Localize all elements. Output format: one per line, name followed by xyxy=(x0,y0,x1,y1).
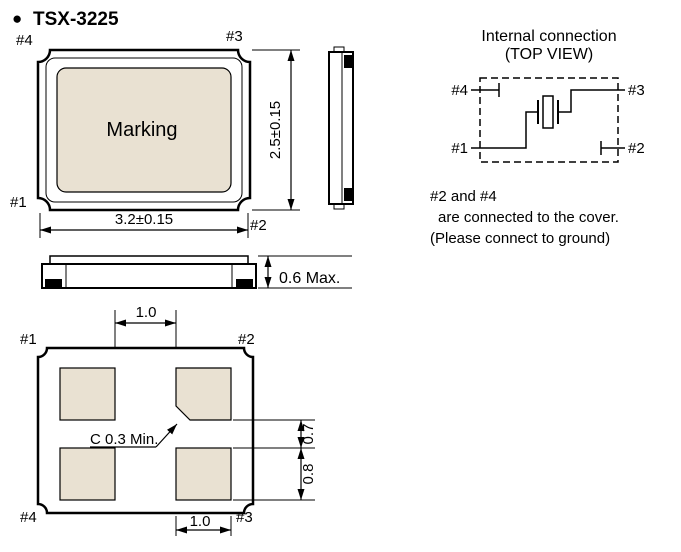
pin-label-3: #3 xyxy=(236,509,253,526)
pin1-trace xyxy=(471,111,538,149)
crystal-element xyxy=(542,95,554,129)
pin-label-2: #2 xyxy=(628,140,645,157)
terminal-pad xyxy=(45,279,62,288)
cover-note-line3: (Please connect to ground) xyxy=(430,230,610,247)
pad-width-dimension-bottom: 1.0 xyxy=(175,513,232,536)
pin-label-4: #4 xyxy=(20,509,37,526)
package-inner-wall xyxy=(45,57,243,203)
pad-width-dimension-label: 1.0 xyxy=(190,513,211,530)
bottom-view: #1 #2 #4 #3 1.0 1.0 0.7 0.8 xyxy=(20,304,317,536)
side-view-right xyxy=(328,46,354,210)
pin-label-1: #1 xyxy=(20,331,37,348)
title-bullet-icon: ● xyxy=(12,9,22,28)
height-dimension-label: 2.5±0.15 xyxy=(267,101,284,159)
side-view-front: 0.6 Max. xyxy=(41,255,352,289)
side-lid-tab-top xyxy=(333,46,345,53)
terminal-pad xyxy=(344,55,353,68)
top-view: Marking #4 #3 #1 #2 3.2±0.15 2.5±0.15 xyxy=(10,28,300,238)
package-boundary-dashed xyxy=(479,77,619,163)
marking-label: Marking xyxy=(106,119,177,141)
side-lid-tab-bottom xyxy=(333,203,345,210)
thickness-dimension: 0.6 Max. xyxy=(258,255,352,289)
pad-gap-dimension-label: 1.0 xyxy=(136,304,157,321)
pin-label-1: #1 xyxy=(10,194,27,211)
chamfer-note-label: C 0.3 Min. xyxy=(90,431,158,448)
body xyxy=(41,263,257,289)
pad-2-chamfered xyxy=(175,367,232,421)
internal-connection-title: Internal connection xyxy=(481,28,616,45)
header: ● TSX-3225 xyxy=(12,9,119,30)
crystal-symbol xyxy=(537,95,559,129)
marking-area xyxy=(56,67,232,193)
pad-1 xyxy=(59,367,116,421)
pad-height-dimension-right-label: 0.8 xyxy=(300,464,317,485)
height-dimension: 2.5±0.15 xyxy=(252,49,300,211)
pad-gap-dimension-right-label: 0.7 xyxy=(300,424,317,445)
leader-arrow xyxy=(155,423,178,448)
chamfer-callout: C 0.3 Min. xyxy=(90,423,178,448)
pad-vertical-dimensions: 0.7 0.8 xyxy=(233,419,317,501)
lid xyxy=(49,255,249,265)
pin3-trace xyxy=(558,89,625,113)
terminal-pad xyxy=(344,188,353,201)
pin-label-2: #2 xyxy=(250,217,267,234)
pin-label-3: #3 xyxy=(628,82,645,99)
pin-label-3: #3 xyxy=(226,28,243,45)
internal-connection-diagram: Internal connection (TOP VIEW) #4 #3 #1 … xyxy=(430,28,645,247)
pad-4 xyxy=(59,447,116,501)
terminal-pad xyxy=(236,279,253,288)
pin-label-4: #4 xyxy=(16,32,33,49)
cover-note-line1: #2 and #4 xyxy=(430,188,497,205)
cover-note-line2: are connected to the cover. xyxy=(438,209,619,226)
pad-gap-dimension-top: 1.0 xyxy=(114,304,177,349)
cover-note: #2 and #4 are connected to the cover. (P… xyxy=(430,188,619,247)
width-dimension-label: 3.2±0.15 xyxy=(115,211,173,228)
page-title: TSX-3225 xyxy=(33,9,119,30)
pin-label-2: #2 xyxy=(238,331,255,348)
internal-connection-subtitle: (TOP VIEW) xyxy=(505,46,593,63)
pin-label-4: #4 xyxy=(451,82,468,99)
pin-label-1: #1 xyxy=(451,140,468,157)
thickness-dimension-label: 0.6 Max. xyxy=(279,270,340,287)
width-dimension: 3.2±0.15 xyxy=(39,211,249,238)
pad-3 xyxy=(175,447,232,501)
side-body xyxy=(328,51,354,205)
